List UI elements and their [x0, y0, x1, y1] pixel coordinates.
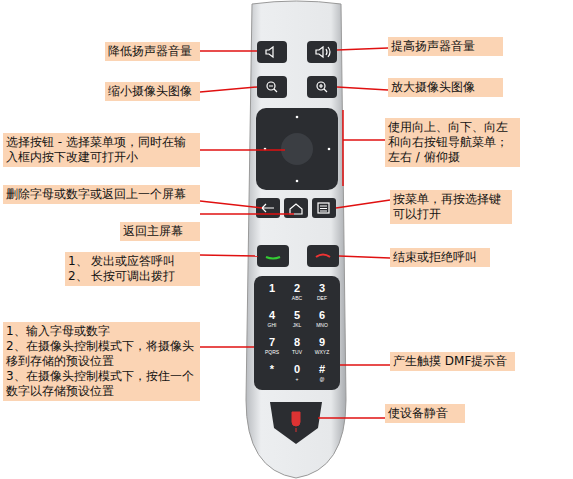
callout-box: 产生触摸 DMF提示音 [390, 352, 515, 371]
key-label: PQRS [262, 350, 282, 355]
key-label: JKL [287, 323, 307, 328]
key-label: MNO [312, 323, 332, 328]
callout-box: 选择按钮 - 选择菜单项，同时在输入框内按下改建可打开小 [3, 133, 200, 167]
callout-text: 1、输入字母或数字 [6, 324, 197, 339]
callout-text: 产生触摸 DMF提示音 [393, 354, 512, 369]
callout-text: 降低扬声器音量 [108, 44, 197, 59]
callout-text: 返回主屏幕 [123, 224, 197, 239]
key-label: ABC [287, 296, 307, 301]
key-label: WXYZ [312, 350, 332, 355]
callout-box: 使设备静音 [385, 404, 465, 423]
callout-text: 3、在摄像头控制模式下，按住一个数字以存储预设位置 [6, 369, 197, 399]
callout-box: 提高扬声器音量 [388, 37, 503, 56]
callout-text: 提高扬声器音量 [391, 39, 500, 54]
key-label: 9 [312, 337, 332, 348]
key-label: @ [312, 377, 332, 382]
callout-box: 降低扬声器音量 [105, 42, 200, 61]
callout-text: 结束或拒绝呼叫 [393, 250, 487, 265]
callout-text: 2、 长按可调出拨打 [68, 269, 197, 284]
callout-box: 使用向上、向下、向左和向右按钮导航菜单；左右 / 俯仰摄 [385, 118, 520, 167]
callout-box: 放大摄像头图像 [388, 78, 503, 97]
callout-box: 返回主屏幕 [120, 222, 200, 241]
key-label: 0 [287, 364, 307, 375]
key-label: TUV [287, 350, 307, 355]
key-label: 6 [312, 310, 332, 321]
callout-box: 按菜单，再按选择键可以打开 [390, 190, 512, 224]
callout-box: 1、 发出或应答呼叫2、 长按可调出拨打 [65, 252, 200, 286]
callout-text: 缩小摄像头图像 [108, 84, 197, 99]
key-label: 7 [262, 337, 282, 348]
callout-text: 选择按钮 - 选择菜单项，同时在输入框内按下改建可打开小 [6, 135, 197, 165]
key-label: GHI [262, 323, 282, 328]
key-label: 2 [287, 283, 307, 294]
key-label: 5 [287, 310, 307, 321]
callout-box: 1、输入字母或数字2、在摄像头控制模式下，将摄像头移到存储的预设位置3、在摄像头… [3, 322, 200, 401]
key-label: 1 [262, 283, 282, 294]
callout-text: 使用向上、向下、向左和向右按钮导航菜单；左右 / 俯仰摄 [388, 120, 517, 165]
key-label: + [287, 377, 307, 382]
key-label: # [312, 364, 332, 375]
callout-text: 删除字母或数字或返回上一个屏幕 [6, 187, 197, 202]
callout-text: 按菜单，再按选择键可以打开 [393, 192, 509, 222]
callout-text: 2、在摄像头控制模式下，将摄像头移到存储的预设位置 [6, 339, 197, 369]
callout-text: 放大摄像头图像 [391, 80, 500, 95]
callout-text: 使设备静音 [388, 406, 462, 421]
key-label: * [262, 364, 282, 375]
key-label: 4 [262, 310, 282, 321]
key-label: 3 [312, 283, 332, 294]
callout-box: 结束或拒绝呼叫 [390, 248, 490, 267]
callout-box: 缩小摄像头图像 [105, 82, 200, 101]
key-label: DEF [312, 296, 332, 301]
callout-text: 1、 发出或应答呼叫 [68, 254, 197, 269]
key-label: 8 [287, 337, 307, 348]
callout-box: 删除字母或数字或返回上一个屏幕 [3, 185, 200, 204]
